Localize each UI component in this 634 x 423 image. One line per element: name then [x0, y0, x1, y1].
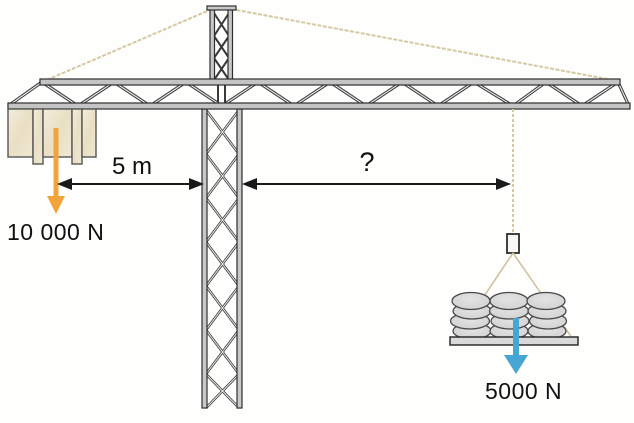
crane-apex-tower: [206, 5, 237, 83]
counterweight-blocks: [7, 108, 97, 165]
counterweight-distance-label: 5 m: [111, 153, 152, 180]
hook-block: [506, 233, 520, 254]
crane-jib: [7, 78, 631, 110]
tie-cable-left: [41, 8, 213, 83]
dimension-arrow-unknown: [242, 178, 511, 190]
sack-stack: [449, 291, 568, 340]
load-force-label: 5000 N: [485, 378, 563, 404]
load-force-arrow: [504, 318, 528, 374]
load-distance-label: ?: [359, 147, 375, 177]
counterweight-force-label: 10 000 N: [7, 219, 105, 245]
tie-cable-right: [230, 8, 619, 82]
counterweight-force-arrow: [47, 128, 65, 214]
crane-mast: [201, 84, 243, 409]
dimension-arrow-5m: [57, 178, 204, 190]
